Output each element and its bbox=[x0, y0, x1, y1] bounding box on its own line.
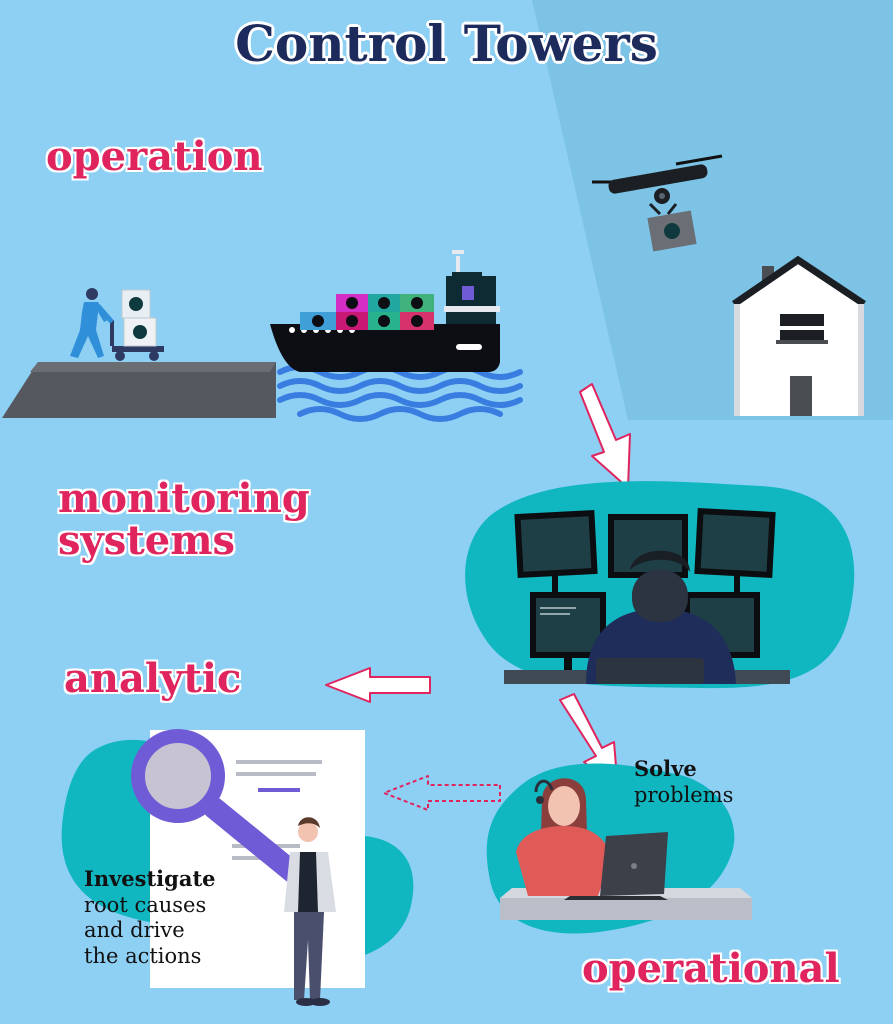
note-solve-rest: problems bbox=[634, 782, 734, 807]
house-illustration bbox=[732, 255, 866, 416]
note-investigate-line2: root causes bbox=[84, 892, 207, 917]
dock-platform bbox=[2, 362, 276, 418]
arrow-operational-to-analytic-dashed bbox=[383, 775, 501, 811]
water-waves bbox=[277, 364, 523, 422]
operational-illustration bbox=[486, 763, 752, 934]
drone-illustration bbox=[592, 154, 723, 252]
arrow-monitoring-to-analytic bbox=[325, 667, 431, 703]
note-investigate-line3: and drive bbox=[84, 918, 185, 943]
label-operation: operation bbox=[46, 133, 263, 180]
magnifier-ring bbox=[131, 729, 225, 823]
note-investigate-bold: Investigate bbox=[84, 866, 216, 891]
arrow-operation-to-monitoring bbox=[579, 383, 631, 489]
label-monitoring-line2: systems bbox=[58, 517, 236, 564]
ship-hull bbox=[270, 324, 500, 372]
note-investigate-line4: the actions bbox=[84, 943, 202, 968]
desk bbox=[500, 898, 752, 920]
label-monitoring-line1: monitoring bbox=[58, 475, 310, 522]
analytic-illustration bbox=[61, 729, 414, 1006]
label-monitoring-systems: monitoring systems bbox=[58, 478, 310, 562]
note-solve-bold: Solve bbox=[634, 756, 697, 781]
note-investigate: Investigate root causes and drive the ac… bbox=[84, 866, 216, 969]
label-analytic: analytic bbox=[64, 655, 242, 702]
cargo-ship-illustration bbox=[270, 250, 500, 372]
monitoring-room-illustration bbox=[465, 481, 855, 689]
dock-worker-illustration bbox=[2, 288, 276, 418]
page-title: Control Towers bbox=[235, 14, 658, 73]
label-operational: operational bbox=[582, 945, 840, 992]
note-solve-problems: Solve problems bbox=[634, 756, 733, 808]
